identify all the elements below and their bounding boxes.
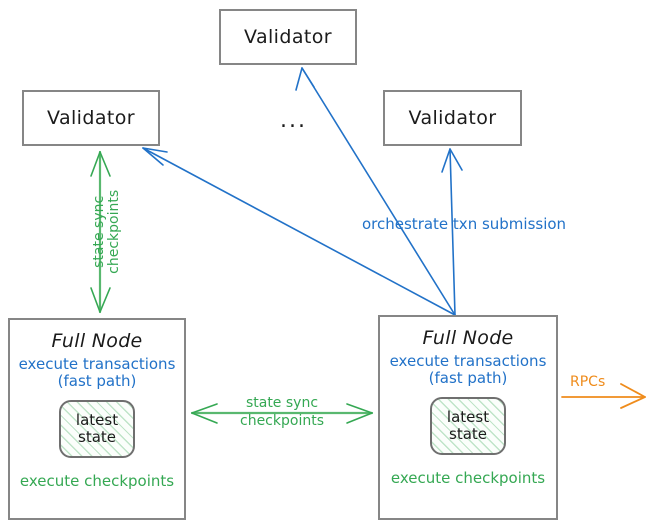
arrowhead-validator-top xyxy=(295,67,315,91)
fullnode-left-state-line-2: state xyxy=(78,427,116,446)
fullnode-left-box[interactable]: Full Node execute transactions (fast pat… xyxy=(8,318,186,520)
fullnode-right-state-line-2: state xyxy=(449,424,487,443)
fullnode-right-fast-path: (fast path) xyxy=(428,369,508,388)
fullnode-left-fast-path: (fast path) xyxy=(57,372,137,391)
fullnode-right-box[interactable]: Full Node execute transactions (fast pat… xyxy=(378,315,558,520)
label-orchestrate-txn-submission: orchestrate txn submission xyxy=(362,215,567,233)
fullnode-left-state-line-1: latest xyxy=(75,410,119,429)
validator-left-box[interactable]: Validator xyxy=(22,90,160,146)
validator-left-label: Validator xyxy=(47,107,135,129)
arrowhead-validator-left xyxy=(142,147,168,166)
fullnode-left-title: Full Node xyxy=(51,330,143,352)
fullnode-right-state-line-1: latest xyxy=(446,407,490,426)
arrowhead-rpcs xyxy=(620,383,646,409)
arrowhead-statesync-left xyxy=(191,403,218,424)
fullnode-left-execute-checkpoints: execute checkpoints xyxy=(19,471,175,490)
fullnode-right-execute-transactions: execute transactions xyxy=(389,352,547,370)
fullnode-left-execute-transactions: execute transactions xyxy=(18,355,176,373)
arrowhead-validator-right xyxy=(441,148,463,173)
ellipsis-more-validators: ... xyxy=(280,108,307,133)
label-state-sync-horizontal-line1: state sync xyxy=(245,395,319,411)
validator-top-box[interactable]: Validator xyxy=(219,9,357,65)
fullnode-right-latest-state-box[interactable]: latest state xyxy=(430,396,506,455)
label-rpcs: RPCs xyxy=(570,374,606,390)
validator-right-box[interactable]: Validator xyxy=(383,90,522,146)
label-state-sync-horizontal-line2: checkpoints xyxy=(240,413,324,429)
arrowhead-statesync-right xyxy=(346,403,373,424)
validator-right-label: Validator xyxy=(408,107,497,129)
fullnode-right-title: Full Node xyxy=(422,327,514,349)
fullnode-right-execute-checkpoints: execute checkpoints xyxy=(390,468,546,487)
fullnode-left-latest-state-box[interactable]: latest state xyxy=(59,399,135,458)
validator-top-label: Validator xyxy=(244,26,332,48)
label-state-sync-vertical-line2: checkpoints xyxy=(106,189,123,274)
